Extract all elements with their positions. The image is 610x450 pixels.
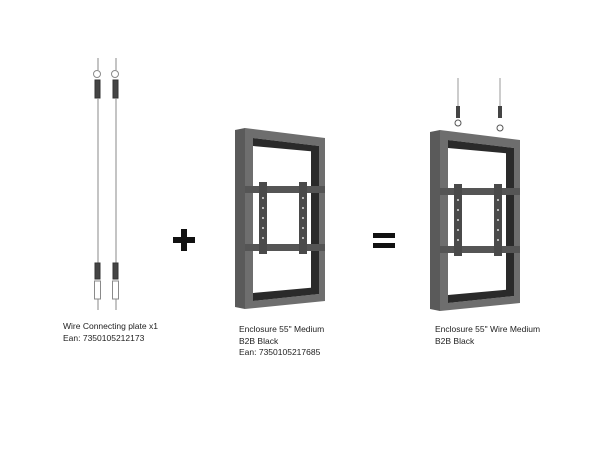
caption-line: Ean: 7350105217685	[239, 347, 321, 357]
caption-enclosure-wire: Enclosure 55" Wire Medium B2B Black	[435, 324, 540, 347]
equals-sign	[373, 233, 395, 249]
wire-kit-illustration	[80, 58, 140, 313]
caption-enclosure: Enclosure 55" Medium B2B Black Ean: 7350…	[239, 324, 324, 359]
caption-line: Wire Connecting plate x1	[63, 321, 158, 331]
caption-line: Enclosure 55" Wire Medium	[435, 324, 541, 334]
plus-sign	[173, 229, 195, 251]
enclosure-wire-illustration	[428, 78, 528, 313]
caption-wire-kit: Wire Connecting plate x1 Ean: 7350105212…	[63, 321, 158, 344]
enclosure-wire-frame-icon	[430, 78, 520, 311]
caption-line: Ean: 7350105212173	[63, 332, 145, 343]
enclosure-illustration	[233, 126, 333, 311]
wire-icon	[93, 58, 119, 310]
caption-line: B2B Black	[435, 335, 475, 346]
caption-line: B2B Black	[239, 335, 279, 346]
enclosure-frame-icon	[235, 128, 325, 309]
caption-line: Enclosure 55" Medium	[239, 324, 325, 334]
